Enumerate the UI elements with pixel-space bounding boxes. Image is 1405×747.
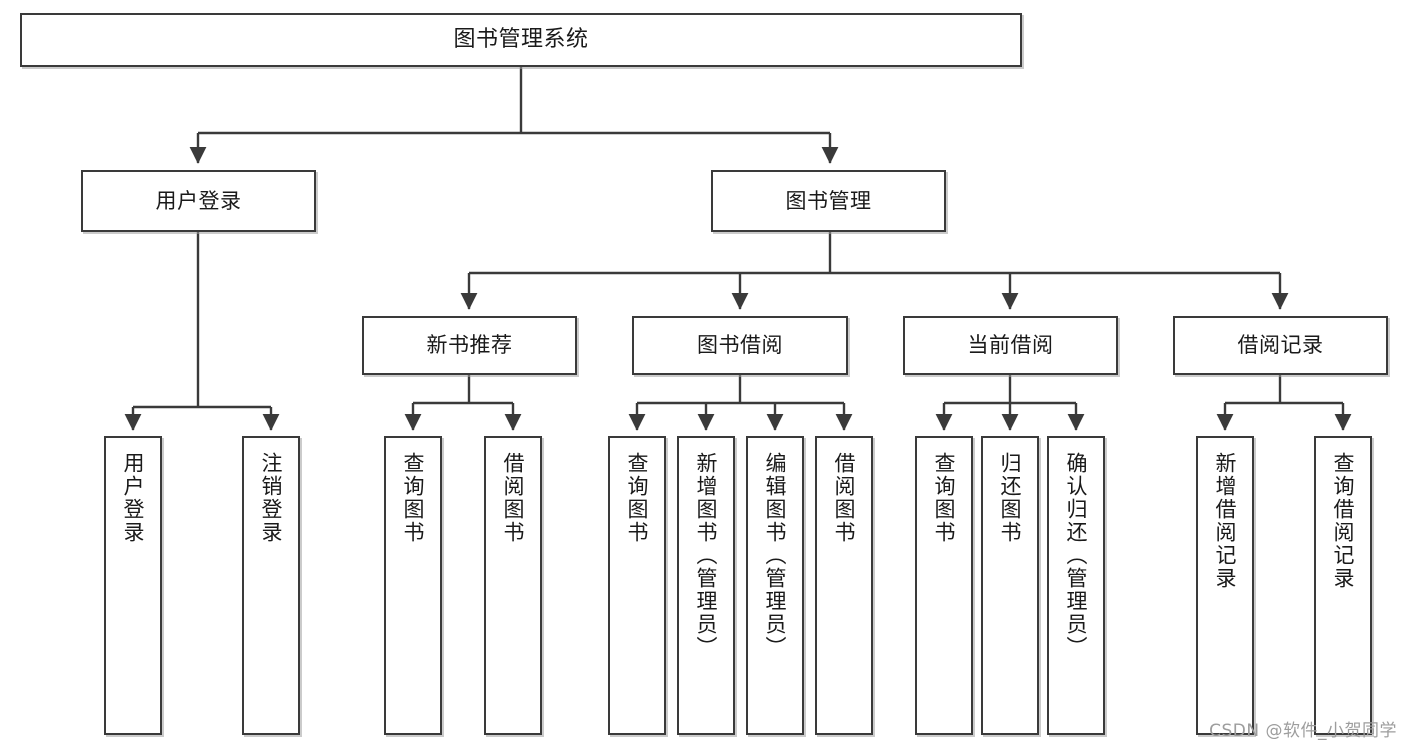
leaf-borrow-record-query-record-label: 查询借阅记录 <box>1331 452 1356 590</box>
leaf-current-borrow-confirm-return-admin[interactable]: 确认归还（管理员） <box>1047 436 1105 735</box>
node-current-borrow[interactable]: 当前借阅 <box>903 316 1118 375</box>
leaf-book-borrow-borrow-book-label: 借阅图书 <box>832 452 857 544</box>
leaf-user-login-logout[interactable]: 注销登录 <box>242 436 300 735</box>
leaf-book-borrow-edit-book-admin[interactable]: 编辑图书（管理员） <box>746 436 804 735</box>
node-root-label: 图书管理系统 <box>453 27 589 53</box>
node-book-borrow[interactable]: 图书借阅 <box>632 316 848 375</box>
leaf-book-borrow-add-book-admin-label: 新增图书（管理员） <box>694 452 719 659</box>
leaf-book-borrow-edit-book-admin-label: 编辑图书（管理员） <box>763 452 788 659</box>
leaf-current-borrow-confirm-return-admin-label: 确认归还（管理员） <box>1064 452 1089 659</box>
node-borrow-record-label: 借阅记录 <box>1237 333 1324 358</box>
node-book-management[interactable]: 图书管理 <box>711 170 946 232</box>
leaf-current-borrow-query-book-label: 查询图书 <box>932 452 957 544</box>
leaf-current-borrow-query-book[interactable]: 查询图书 <box>915 436 973 735</box>
leaf-new-book-query-book-label: 查询图书 <box>401 452 426 544</box>
leaf-current-borrow-return-book[interactable]: 归还图书 <box>981 436 1039 735</box>
leaf-user-login-logout-label: 注销登录 <box>259 452 284 544</box>
leaf-book-borrow-query-book-label: 查询图书 <box>625 452 650 544</box>
node-new-book-recommend-label: 新书推荐 <box>426 333 513 358</box>
node-book-management-label: 图书管理 <box>785 188 872 213</box>
leaf-new-book-borrow-book-label: 借阅图书 <box>501 452 526 544</box>
leaf-borrow-record-add-record-label: 新增借阅记录 <box>1213 452 1238 590</box>
leaf-book-borrow-borrow-book[interactable]: 借阅图书 <box>815 436 873 735</box>
node-borrow-record[interactable]: 借阅记录 <box>1173 316 1388 375</box>
leaf-current-borrow-return-book-label: 归还图书 <box>998 452 1023 544</box>
leaf-new-book-query-book[interactable]: 查询图书 <box>384 436 442 735</box>
node-root-book-management-system[interactable]: 图书管理系统 <box>20 13 1022 67</box>
leaf-borrow-record-add-record[interactable]: 新增借阅记录 <box>1196 436 1254 735</box>
leaf-new-book-borrow-book[interactable]: 借阅图书 <box>484 436 542 735</box>
node-book-borrow-label: 图书借阅 <box>697 333 783 358</box>
node-user-login-label: 用户登录 <box>155 188 242 213</box>
leaf-user-login-login-label: 用户登录 <box>121 452 146 544</box>
leaf-book-borrow-add-book-admin[interactable]: 新增图书（管理员） <box>677 436 735 735</box>
leaf-borrow-record-query-record[interactable]: 查询借阅记录 <box>1314 436 1372 735</box>
leaf-user-login-login[interactable]: 用户登录 <box>104 436 162 735</box>
node-user-login[interactable]: 用户登录 <box>81 170 316 232</box>
leaf-book-borrow-query-book[interactable]: 查询图书 <box>608 436 666 735</box>
watermark-text: CSDN @软件_小贺同学 <box>1209 721 1397 741</box>
node-current-borrow-label: 当前借阅 <box>967 333 1054 358</box>
node-new-book-recommend[interactable]: 新书推荐 <box>362 316 577 375</box>
